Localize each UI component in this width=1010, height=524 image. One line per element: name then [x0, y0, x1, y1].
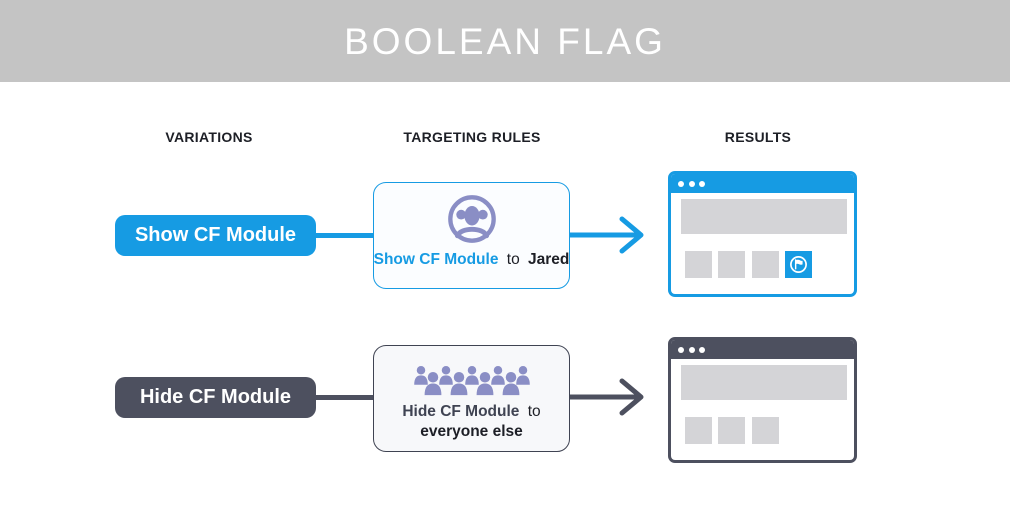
content-placeholder-tile	[718, 417, 745, 444]
window-titlebar	[671, 174, 854, 193]
page-title: BOOLEAN FLAG	[344, 20, 666, 62]
column-header-results: RESULTS	[724, 129, 792, 145]
rule-caption: Hide CF Module to everyone else	[402, 402, 540, 442]
content-placeholder-tile	[718, 251, 745, 278]
content-placeholder-tile	[752, 417, 779, 444]
window-dot	[699, 180, 705, 187]
variation-pill-hide: Hide CF Module	[115, 377, 316, 418]
window-dot	[699, 346, 705, 353]
single-user-circle-icon	[447, 195, 496, 243]
arrow-right-icon	[570, 216, 644, 254]
rule-connector-word: to	[506, 251, 520, 268]
variation-pill-show: Show CF Module	[115, 215, 316, 256]
result-window-hide	[668, 337, 857, 463]
content-placeholder-tile	[685, 417, 712, 444]
window-dot	[688, 346, 695, 353]
rule-connector-word: to	[527, 403, 541, 420]
targeting-rule-card-show: Show CF Module to Jared	[373, 182, 570, 289]
rule-line-1: Hide CF Module to	[402, 403, 540, 420]
targeting-rule-card-hide: Hide CF Module to everyone else	[373, 345, 570, 452]
title-banner: BOOLEAN FLAG	[0, 0, 1010, 82]
content-placeholder-banner	[681, 365, 847, 400]
rule-flag-name: Show CF Module	[373, 251, 499, 268]
content-placeholder-tile	[752, 251, 779, 278]
rule-caption: Show CF Module to Jared	[374, 250, 570, 270]
variation-label: Show CF Module	[134, 224, 297, 246]
column-header-targeting-rules: TARGETING RULES	[403, 129, 541, 145]
window-dot	[678, 180, 684, 187]
rule-target: everyone else	[420, 423, 523, 441]
variation-label: Hide CF Module	[139, 386, 292, 408]
window-titlebar	[671, 340, 854, 359]
connector-line	[310, 395, 376, 400]
window-dot	[678, 346, 684, 353]
column-header-variations: VARIATIONS	[165, 129, 253, 145]
rule-target: Jared	[528, 251, 570, 268]
window-dot	[688, 180, 695, 187]
cf-module-tile	[785, 251, 812, 278]
arrow-right-icon	[570, 378, 644, 416]
rule-flag-name: Hide CF Module	[402, 403, 520, 420]
connector-line	[310, 233, 376, 238]
content-placeholder-banner	[681, 199, 847, 234]
flag-circle-icon	[790, 256, 807, 273]
content-placeholder-tile	[685, 251, 712, 278]
result-window-show	[668, 171, 857, 297]
crowd-icon	[413, 366, 530, 396]
